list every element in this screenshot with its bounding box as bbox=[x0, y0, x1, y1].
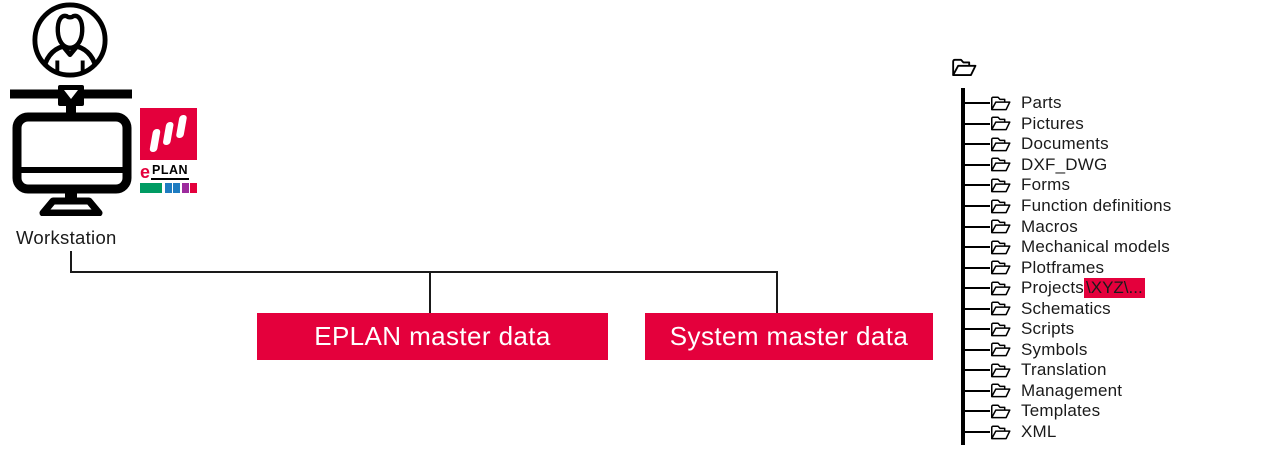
tree-branch-line bbox=[963, 431, 990, 434]
folder-label: Function definitions bbox=[1021, 196, 1172, 215]
folder-label: Schematics bbox=[1021, 298, 1111, 318]
logo-bar-segment bbox=[173, 183, 181, 193]
folder-icon bbox=[990, 218, 1011, 235]
eplan-logo-color-bar bbox=[140, 183, 198, 193]
tree-branch-line bbox=[963, 328, 990, 331]
eplan-logo-slashes-icon bbox=[140, 108, 197, 160]
tree-branch-line bbox=[963, 307, 990, 310]
folder-icon bbox=[990, 198, 1011, 215]
tree-branch-line bbox=[963, 184, 990, 187]
folder-icon bbox=[990, 321, 1011, 338]
tree-branch-line bbox=[963, 266, 990, 269]
tree-row: Pictures bbox=[951, 114, 1171, 135]
connector-line-system-box-drop bbox=[776, 271, 778, 313]
folder-label: Templates bbox=[1021, 401, 1101, 421]
folder-icon bbox=[990, 177, 1011, 194]
workstation-monitor-icon bbox=[10, 85, 132, 216]
folder-icon bbox=[990, 300, 1011, 317]
folder-label: XML bbox=[1021, 422, 1057, 442]
folder-label: Management bbox=[1021, 380, 1123, 400]
tree-branch-line bbox=[963, 143, 990, 146]
tree-row: Scripts bbox=[951, 319, 1171, 340]
folder-tree-rows: Parts Pictures Documents DXF_DWG Forms F… bbox=[951, 93, 1171, 442]
folder-icon bbox=[990, 156, 1011, 173]
folder-icon bbox=[990, 382, 1011, 399]
folder-label: Documents bbox=[1021, 134, 1109, 154]
folder-label: Symbols bbox=[1021, 339, 1088, 359]
tree-branch-line bbox=[963, 122, 990, 125]
connector-line-eplan-box-drop bbox=[429, 271, 431, 313]
folder-label: DXF_DWG bbox=[1021, 154, 1108, 174]
folder-icon bbox=[990, 280, 1011, 297]
folder-icon bbox=[990, 259, 1011, 276]
folder-icon bbox=[990, 424, 1011, 441]
tree-branch-line bbox=[963, 287, 990, 290]
tree-trunk-line bbox=[961, 88, 965, 445]
tree-row: Plotframes bbox=[951, 257, 1171, 278]
tree-row: Documents bbox=[951, 134, 1171, 155]
tree-branch-line bbox=[963, 225, 990, 228]
tree-row: Templates bbox=[951, 401, 1171, 422]
eplan-logo: e PLAN bbox=[140, 108, 198, 193]
folder-label: Projects bbox=[1021, 278, 1085, 298]
folder-label: Macros bbox=[1021, 216, 1078, 236]
tree-row: Projects\XYZ\... bbox=[951, 278, 1171, 299]
eplan-logo-plan: PLAN bbox=[151, 163, 190, 180]
tree-branch-line bbox=[963, 410, 990, 413]
eplan-wordmark: e PLAN bbox=[140, 162, 197, 182]
tree-branch-line bbox=[963, 369, 990, 372]
tree-row: Forms bbox=[951, 175, 1171, 196]
eplan-master-data-box: EPLAN master data bbox=[257, 313, 608, 360]
folder-label-highlight: \XYZ\... bbox=[1084, 278, 1145, 299]
logo-bar-segment bbox=[140, 183, 162, 193]
tree-row: DXF_DWG bbox=[951, 155, 1171, 176]
tree-row: Translation bbox=[951, 360, 1171, 381]
folder-label: Parts bbox=[1021, 93, 1062, 113]
tree-row: Management bbox=[951, 381, 1171, 402]
tree-branch-line bbox=[963, 348, 990, 351]
tree-branch-line bbox=[963, 246, 990, 249]
workstation-label: Workstation bbox=[16, 227, 117, 248]
folder-label: Mechanical models bbox=[1021, 237, 1170, 257]
folder-icon bbox=[990, 362, 1011, 379]
tree-row: Parts bbox=[951, 93, 1171, 114]
folder-icon bbox=[990, 115, 1011, 132]
tree-row: XML bbox=[951, 422, 1171, 443]
connector-line-horizontal bbox=[70, 271, 778, 273]
tree-branch-line bbox=[963, 389, 990, 392]
logo-bar-segment bbox=[164, 183, 172, 193]
folder-icon bbox=[990, 239, 1011, 256]
tree-row: Symbols bbox=[951, 340, 1171, 361]
folder-icon bbox=[990, 95, 1011, 112]
folder-label: Forms bbox=[1021, 175, 1071, 195]
tree-row: Function definitions bbox=[951, 196, 1171, 217]
folder-label: Plotframes bbox=[1021, 257, 1105, 277]
folder-label: Translation bbox=[1021, 360, 1107, 380]
eplan-logo-e: e bbox=[140, 162, 151, 182]
tree-row: Schematics bbox=[951, 298, 1171, 319]
folder-icon bbox=[990, 403, 1011, 420]
user-avatar-icon bbox=[32, 2, 108, 78]
folder-label: Pictures bbox=[1021, 113, 1085, 133]
folder-tree: Parts Pictures Documents DXF_DWG Forms F… bbox=[951, 57, 1271, 452]
logo-bar-segment bbox=[190, 183, 198, 193]
folder-icon bbox=[990, 136, 1011, 153]
tree-branch-line bbox=[963, 205, 990, 207]
logo-bar-segment bbox=[181, 183, 189, 193]
folder-icon bbox=[990, 341, 1011, 358]
tree-branch-line bbox=[963, 163, 990, 166]
tree-branch-line bbox=[963, 102, 990, 105]
tree-row: Mechanical models bbox=[951, 237, 1171, 258]
folder-label: Scripts bbox=[1021, 319, 1075, 339]
system-master-data-box: System master data bbox=[645, 313, 933, 360]
root-folder-icon bbox=[951, 57, 977, 78]
tree-row: Macros bbox=[951, 216, 1171, 237]
connector-line-workstation-drop bbox=[70, 251, 72, 273]
